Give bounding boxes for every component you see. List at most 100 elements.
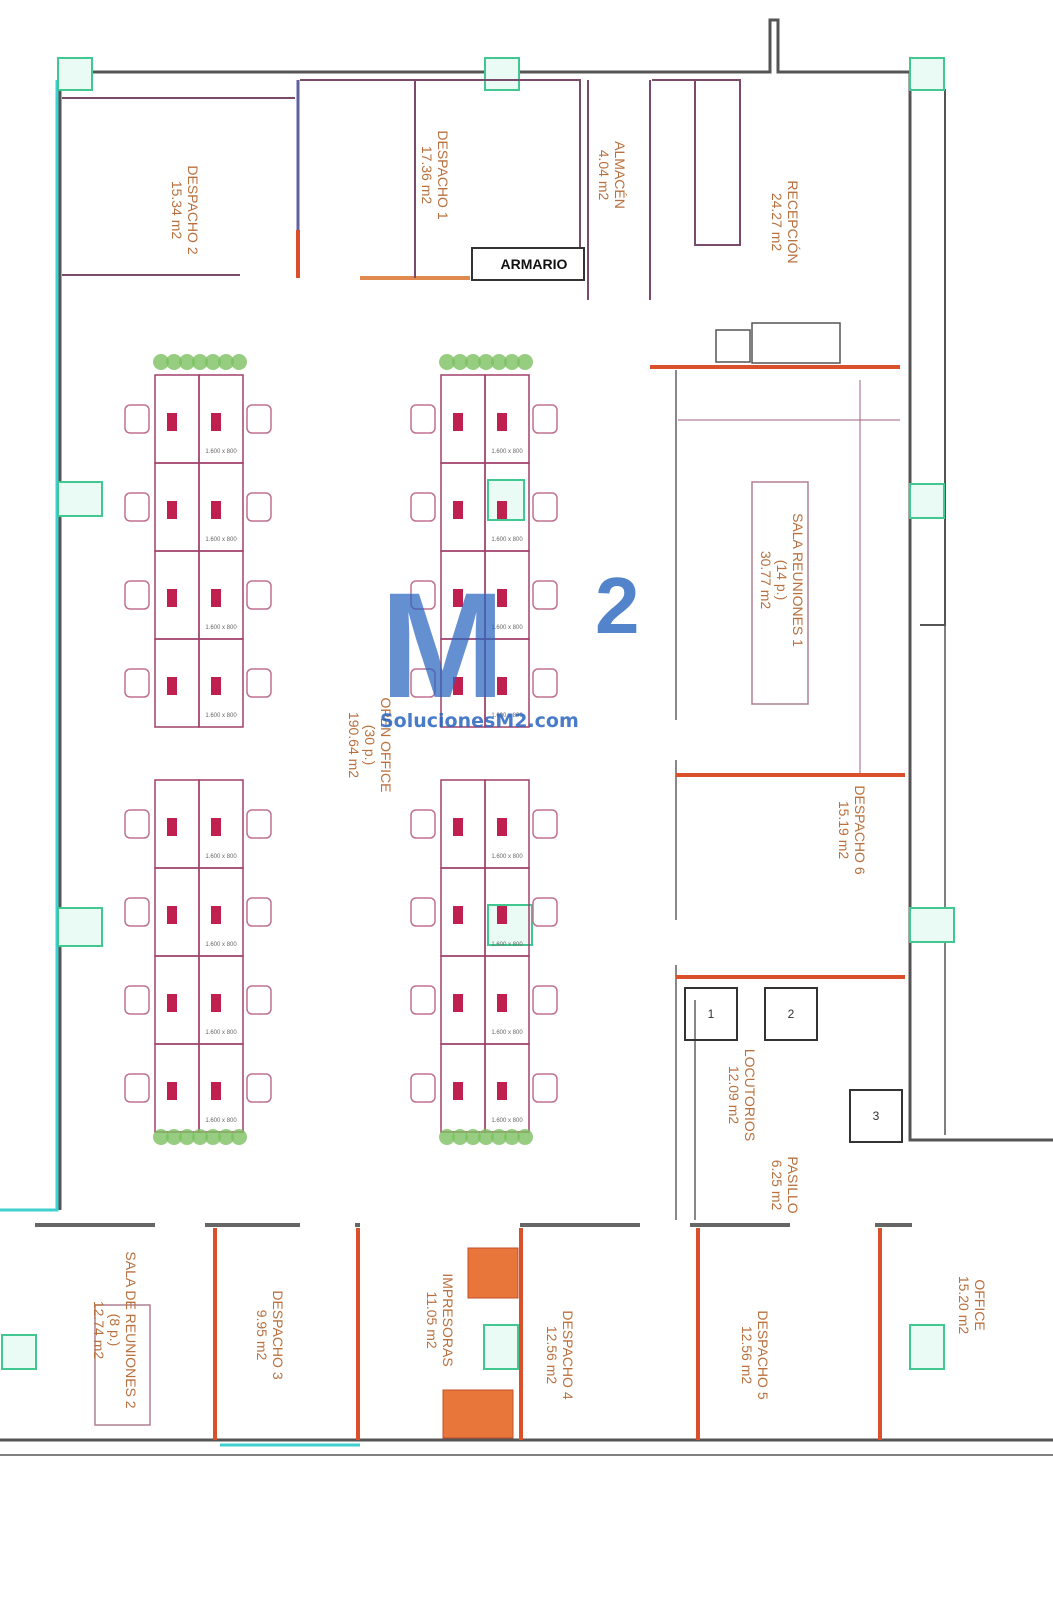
- desk-row: 1.600 x 800: [410, 779, 558, 869]
- room-label-line: OFFICE: [972, 1279, 988, 1330]
- desk-size-label: 1.600 x 800: [491, 942, 523, 948]
- phone-booths: 1 2 3: [684, 987, 903, 1143]
- room-label-line: 15.34 m2: [169, 181, 185, 240]
- room-label-line: SALA REUNIONES 1: [790, 513, 806, 647]
- meeting-table-1: [751, 481, 809, 705]
- desk-row: 1.600 x 800: [410, 638, 558, 728]
- plant-icon: [439, 354, 533, 370]
- desk-row: 1.600 x 800: [124, 955, 272, 1045]
- room-label-line: 12.56 m2: [739, 1326, 755, 1385]
- reception-sofa: [715, 322, 841, 364]
- room-label-open-office: OPEN OFFICE(30 p.)190.64 m2: [346, 698, 394, 793]
- room-labels: DESPACHO 215.34 m2 DESPACHO 117.36 m2 ALMA…: [91, 130, 988, 1408]
- room-label-line: DESPACHO 3: [270, 1290, 286, 1379]
- desk-size-label: 1.600 x 800: [491, 1118, 523, 1124]
- armario: ARMARIO: [471, 247, 585, 281]
- desk-size-label: 1.600 x 800: [491, 449, 523, 455]
- room-label-line: LOCUTORIOS: [742, 1049, 758, 1141]
- red-partitions: [213, 230, 905, 1440]
- printers: [442, 1247, 519, 1439]
- desk-size-label: 1.600 x 800: [491, 537, 523, 543]
- plant-icon: [439, 1129, 533, 1145]
- room-label-line: IMPRESORAS: [440, 1273, 456, 1366]
- room-label-sala-reuniones-1: SALA REUNIONES 1(14 p.)30.77 m2: [758, 513, 806, 647]
- plant-icon: [153, 1129, 247, 1145]
- plant-icon: [153, 354, 247, 370]
- room-label-line: DESPACHO 2: [185, 165, 201, 254]
- desk-size-label: 1.600 x 800: [205, 942, 237, 948]
- desk-size-label: 1.600 x 800: [205, 537, 237, 543]
- room-label-line: 12.74 m2: [91, 1301, 107, 1360]
- room-label-line: DESPACHO 1: [435, 130, 451, 219]
- room-label-line: 15.19 m2: [836, 801, 852, 860]
- desk-row: 1.600 x 800: [410, 955, 558, 1045]
- exterior-walls: [0, 18, 1053, 1456]
- desk-row: 1.600 x 800: [124, 462, 272, 552]
- desk-row: 1.600 x 800: [124, 374, 272, 464]
- desk-size-label: 1.600 x 800: [205, 625, 237, 631]
- columns: [1, 57, 955, 1370]
- room-label-line: (14 p.): [774, 560, 790, 600]
- desk-size-label: 1.600 x 800: [491, 1030, 523, 1036]
- room-label-line: DESPACHO 6: [852, 785, 868, 874]
- room-label-line: 17.36 m2: [419, 146, 435, 205]
- room-label-line: 11.05 m2: [424, 1291, 440, 1349]
- room-label-line: (8 p.): [107, 1314, 123, 1347]
- desk-row: 1.600 x 800: [124, 550, 272, 640]
- desk-size-label: 1.600 x 800: [205, 1030, 237, 1036]
- desk-row: 1.600 x 800: [124, 779, 272, 869]
- room-label-despacho-5: DESPACHO 512.56 m2: [739, 1310, 771, 1399]
- desk-size-label: 1.600 x 800: [491, 625, 523, 631]
- room-label-sala-reuniones-2: SALA DE REUNIONES 2(8 p.)12.74 m2: [91, 1251, 139, 1408]
- room-label-despacho-3: DESPACHO 39.95 m2: [254, 1290, 286, 1379]
- desk-row: 1.600 x 800: [124, 867, 272, 957]
- desk-row: 1.600 x 800: [124, 1043, 272, 1133]
- desk-clusters: 1.600 x 800 1.600 x 800 1.600 x 800 1.600 x…: [124, 354, 558, 1145]
- room-label-despacho-2: DESPACHO 215.34 m2: [169, 165, 201, 254]
- room-label-line: 30.77 m2: [758, 551, 774, 610]
- room-label-line: 15.20 m2: [956, 1276, 972, 1335]
- desk-row: 1.600 x 800: [410, 462, 558, 552]
- booth-number: 2: [788, 1007, 795, 1021]
- desk-size-label: 1.600 x 800: [205, 449, 237, 455]
- room-label-line: (30 p.): [362, 725, 378, 765]
- desk-size-label: 1.600 x 800: [205, 854, 237, 860]
- room-label-line: 190.64 m2: [346, 712, 362, 778]
- room-label-line: ALMACÉN: [612, 141, 628, 209]
- window-line: [0, 80, 360, 1447]
- room-label-despacho-4: DESPACHO 412.56 m2: [544, 1310, 576, 1399]
- room-label-line: 6.25 m2: [769, 1160, 785, 1211]
- room-label-line: SALA DE REUNIONES 2: [123, 1251, 139, 1408]
- room-label-line: 12.56 m2: [544, 1326, 560, 1385]
- desk-row: 1.600 x 800: [410, 550, 558, 640]
- room-label-line: RECEPCIÓN: [785, 180, 801, 263]
- room-label-line: PASILLO: [785, 1156, 801, 1213]
- desk-row: 1.600 x 800: [410, 374, 558, 464]
- room-label-line: OPEN OFFICE: [378, 698, 394, 793]
- meeting-table-2: [94, 1304, 151, 1426]
- room-label-line: DESPACHO 5: [755, 1310, 771, 1399]
- desk-row: 1.600 x 800: [410, 867, 558, 957]
- armario-label: ARMARIO: [501, 256, 568, 272]
- room-label-line: 24.27 m2: [769, 193, 785, 252]
- room-label-line: 9.95 m2: [254, 1310, 270, 1361]
- booth-number: 1: [708, 1007, 715, 1021]
- booth-number: 3: [873, 1109, 880, 1123]
- room-label-despacho-6: DESPACHO 615.19 m2: [836, 785, 868, 874]
- desk-size-label: 1.600 x 800: [205, 713, 237, 719]
- desk-size-label: 1.600 x 800: [491, 854, 523, 860]
- desk-size-label: 1.600 x 800: [491, 713, 523, 719]
- interior-walls: [62, 79, 900, 1220]
- room-label-line: DESPACHO 4: [560, 1310, 576, 1399]
- room-label-line: 12.09 m2: [726, 1066, 742, 1125]
- desk-row: 1.600 x 800: [124, 638, 272, 728]
- room-label-line: 4.04 m2: [596, 150, 612, 201]
- desk-size-label: 1.600 x 800: [205, 1118, 237, 1124]
